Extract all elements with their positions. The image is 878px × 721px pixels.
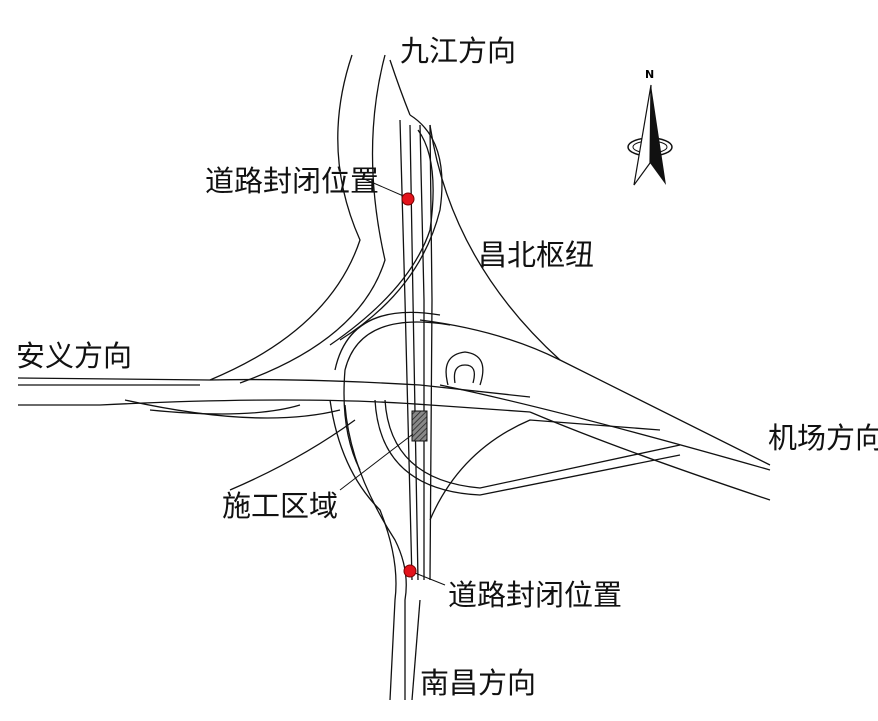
west-direction-label: 安义方向: [16, 339, 133, 373]
south-direction-label: 南昌方向: [420, 666, 537, 700]
north-arrow-letter: N: [645, 68, 655, 81]
roads: [17, 54, 771, 701]
closure-south-marker: [403, 564, 417, 578]
closure-north-leader-line: [361, 177, 409, 199]
closure-south-label: 道路封闭位置: [448, 578, 623, 612]
construction-leader-line: [339, 433, 414, 491]
north-direction-label: 九江方向: [400, 34, 517, 68]
construction-zone-label: 施工区域: [222, 489, 339, 523]
closure-north-marker: [401, 192, 415, 206]
east-direction-label: 机场方向: [768, 421, 878, 455]
closure-north-label: 道路封闭位置: [205, 164, 380, 198]
north-arrow-icon: [627, 84, 673, 186]
interchange-label: 昌北枢纽: [478, 238, 595, 272]
construction-zone-marker: [411, 410, 428, 442]
